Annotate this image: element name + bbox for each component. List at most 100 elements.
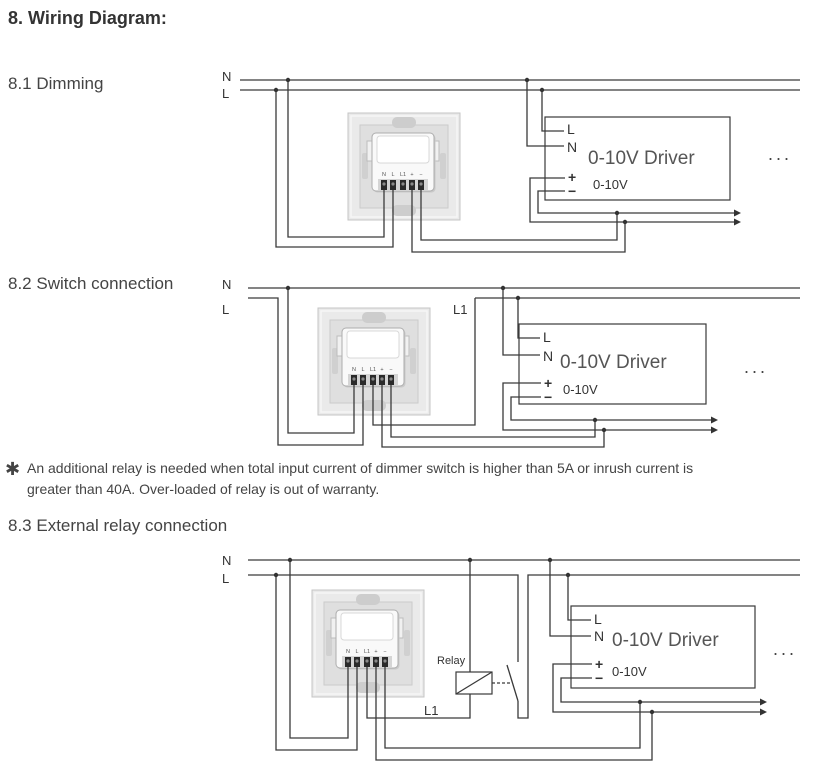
signal-arrowhead [734,209,741,217]
terminal-label: + [374,649,377,655]
live-label: L [222,302,229,317]
terminal-screw [391,182,395,186]
driver-name: 0-10V Driver [588,148,695,169]
junction-dot [649,709,655,715]
junction-dot [287,557,293,563]
junction-dot [515,295,521,301]
terminal-screw [380,377,384,381]
neutral-label: N [222,69,231,84]
terminal-label: L1 [364,649,370,655]
terminal-label: N [382,172,386,178]
signal-arrowhead [734,218,741,226]
terminal-label: + [410,172,413,178]
driver-name: 0-10V Driver [560,352,667,373]
note-line: An additional relay is needed when total… [27,460,693,476]
switched-live-label: L1 [424,703,438,718]
live-label: L [222,571,229,586]
terminal-label: L1 [400,172,406,178]
relay-contact-blade [506,664,519,702]
junction-dot [273,572,279,578]
terminal-screw [383,659,387,663]
terminal-screw [371,377,375,381]
driver-live-wire [567,575,591,621]
driver-plus-wire [529,177,735,223]
switch-l1-wire [372,298,476,426]
junction-dot [539,87,545,93]
driver-live-wire [541,90,564,132]
page-title: 8. Wiring Diagram: [8,8,167,28]
screw-slot-right [410,348,416,374]
more-drivers-ellipsis: ... [744,357,768,377]
relay-coil-symbol [455,671,493,695]
junction-dot [601,427,607,433]
driver-neutral-wire [502,288,540,356]
driver-neutral-wire [549,560,591,637]
driver-neutral-wire [526,80,564,147]
terminal-label: N [346,649,350,655]
relay-note: ✱ An additional relay is needed when tot… [5,459,693,497]
driver-plus-wire [552,663,761,713]
driver-minus-label: − [544,389,552,405]
neutral-label: N [222,553,231,568]
terminal-screw [419,182,423,186]
driver-live-wire [517,298,540,339]
screw-slot-top [362,312,386,323]
junction-dot [592,417,598,423]
signal-arrowhead [760,698,767,706]
wall-plate-bevel [320,310,428,413]
terminal-screw [374,659,378,663]
driver-box [518,323,707,405]
more-drivers-ellipsis: ... [768,144,792,164]
terminal-screw [401,182,405,186]
screw-slot-bottom [356,682,380,693]
driver-minus-label: − [568,183,576,199]
dimming-heading: 8.1 Dimming [8,74,103,93]
signal-arrowhead [760,708,767,716]
terminal-label: L [355,649,358,655]
terminal-screw [355,659,359,663]
note-asterisk: ✱ [5,459,20,480]
driver-minus-label: − [595,670,603,686]
terminal-label: − [419,172,422,178]
signal-arrowhead [711,426,718,434]
driver-live-label: L [543,329,551,345]
terminal-screw [361,377,365,381]
terminal-label: − [383,649,386,655]
driver-minus-wire [537,190,735,214]
switch-minus-wire [420,190,618,241]
terminal-screw [365,659,369,663]
driver-neutral-label: N [594,628,604,644]
junction-dot [524,77,530,83]
switch-live-wire [275,90,394,248]
terminal-label: L [361,367,364,373]
note-line: greater than 40A. Over-loaded of relay i… [27,481,379,497]
more-drivers-ellipsis: ... [773,639,797,659]
driver-plus-label: + [544,375,552,391]
switch-l1-wire [366,667,471,719]
switch-live-wire [248,297,364,446]
junction-dot [285,285,291,291]
driver-live-label: L [594,611,602,627]
live-label: L [222,86,229,101]
terminal-screw [352,377,356,381]
terminal-label: + [380,367,383,373]
driver-minus-wire [510,396,712,421]
screw-slot-bottom [392,205,416,216]
junction-dot [622,219,628,225]
switch-neutral-wire [287,288,355,434]
screw-slot-top [356,594,380,605]
switch-neutral-wire [287,80,385,238]
junction-dot [467,557,473,563]
terminal-screw [410,182,414,186]
module-cover [376,135,430,164]
driver-plus-label: + [595,656,603,672]
live-line-output [517,574,800,719]
terminal-screw [382,182,386,186]
switch-minus-wire [384,667,641,749]
driver-neutral-label: N [543,348,553,364]
